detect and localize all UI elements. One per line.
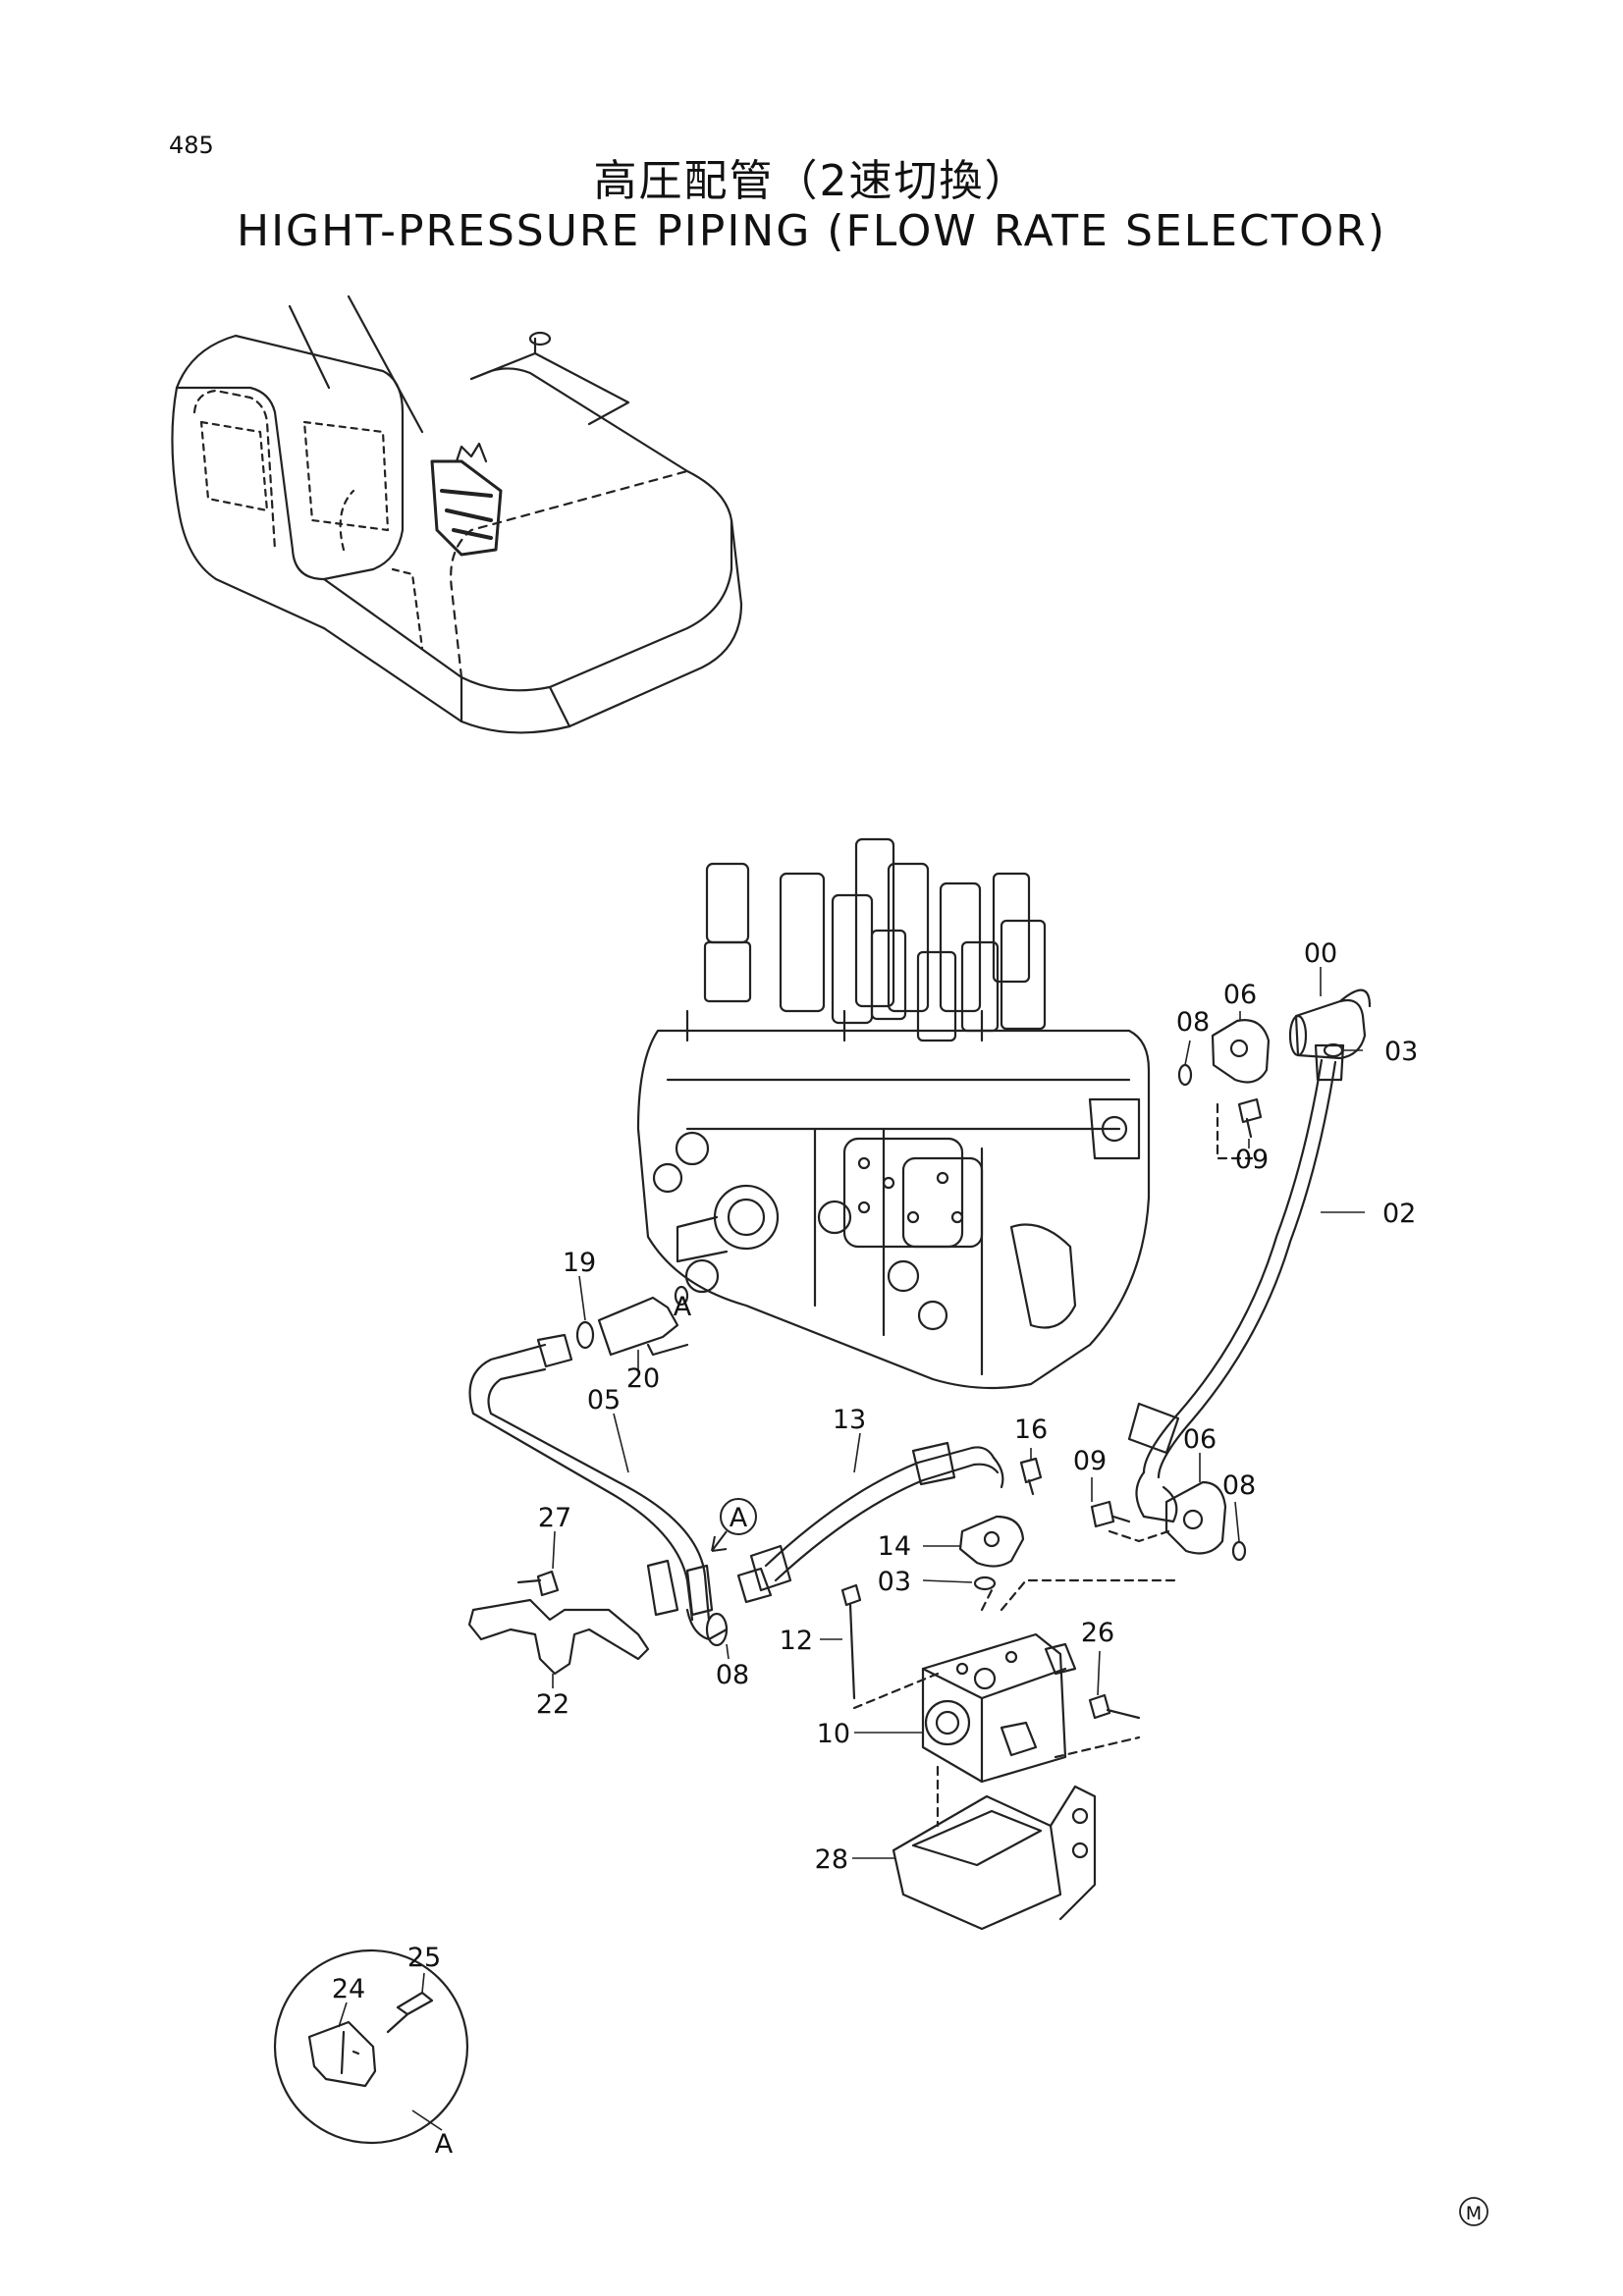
callout-a: A	[674, 1292, 692, 1322]
callout-12: 12	[780, 1626, 813, 1656]
part-16-bolt	[1019, 1457, 1043, 1496]
callout-08-lower: 08	[1222, 1470, 1256, 1501]
callout-26: 26	[1081, 1618, 1114, 1648]
part-09-bolt-upper	[1237, 1097, 1263, 1139]
part-25-bolt	[386, 1991, 434, 2034]
title-japanese: 高圧配管（2速切換）	[593, 156, 1030, 206]
callout-10: 10	[817, 1719, 850, 1749]
callout-03-lower: 03	[878, 1567, 911, 1597]
control-valve	[636, 837, 1151, 1390]
callout-00: 00	[1304, 938, 1337, 969]
callout-13: 13	[833, 1405, 866, 1435]
callout-09: 09	[1235, 1145, 1269, 1175]
part-05-tube	[468, 1343, 711, 1622]
part-28-bracket	[892, 1785, 1097, 1931]
part-20-adapter	[597, 1296, 679, 1357]
part-02-hose	[1142, 1058, 1337, 1479]
part-12-bolt	[840, 1583, 862, 1700]
part-06-flange-upper	[1211, 1019, 1271, 1084]
callout-27: 27	[538, 1503, 571, 1533]
part-13-hose	[764, 1446, 1000, 1582]
footer-mark-label: M	[1466, 2203, 1482, 2224]
callout-22: 22	[536, 1689, 569, 1720]
callout-02: 02	[1382, 1199, 1416, 1229]
callout-16: 16	[1014, 1415, 1048, 1445]
callout-08-bottom: 08	[716, 1660, 749, 1690]
part-26-bolt	[1088, 1693, 1141, 1720]
part-09-bolt-lower	[1090, 1500, 1131, 1528]
callout-24: 24	[332, 1974, 365, 2004]
view-marker-label: A	[730, 1503, 748, 1533]
callout-05: 05	[587, 1385, 621, 1415]
callout-19: 19	[563, 1248, 596, 1278]
callout-25: 25	[407, 1943, 441, 1973]
callout-labels: 00 06 08 03 09 02 19 A 20 05 13 16 09 06…	[332, 938, 1419, 2160]
callout-06: 06	[1223, 980, 1257, 1010]
leader-lines	[338, 967, 1365, 2131]
part-10-valve-block	[921, 1632, 1077, 1784]
callout-09-lower: 09	[1073, 1446, 1107, 1476]
callout-08: 08	[1176, 1007, 1210, 1038]
callout-06-lower: 06	[1183, 1424, 1217, 1455]
part-14-flange	[958, 1515, 1025, 1568]
excavator-overview	[171, 294, 743, 734]
page-number: 485	[169, 132, 214, 159]
callout-14: 14	[878, 1531, 911, 1562]
title-english: HIGHT-PRESSURE PIPING (FLOW RATE SELECTO…	[236, 206, 1386, 256]
part-27-bolt	[516, 1570, 560, 1597]
part-00-elbow	[1294, 988, 1372, 1060]
callout-20: 20	[626, 1363, 660, 1394]
callout-28: 28	[815, 1844, 848, 1875]
detail-marker-label: A	[435, 2129, 454, 2160]
view-a-arrow: A	[711, 1498, 757, 1552]
footer-mark: M	[1459, 2197, 1488, 2226]
part-22-clamp	[467, 1559, 714, 1676]
part-06-flange-lower	[1164, 1480, 1227, 1555]
callout-03: 03	[1384, 1037, 1418, 1067]
detail-view-a	[273, 1949, 469, 2145]
